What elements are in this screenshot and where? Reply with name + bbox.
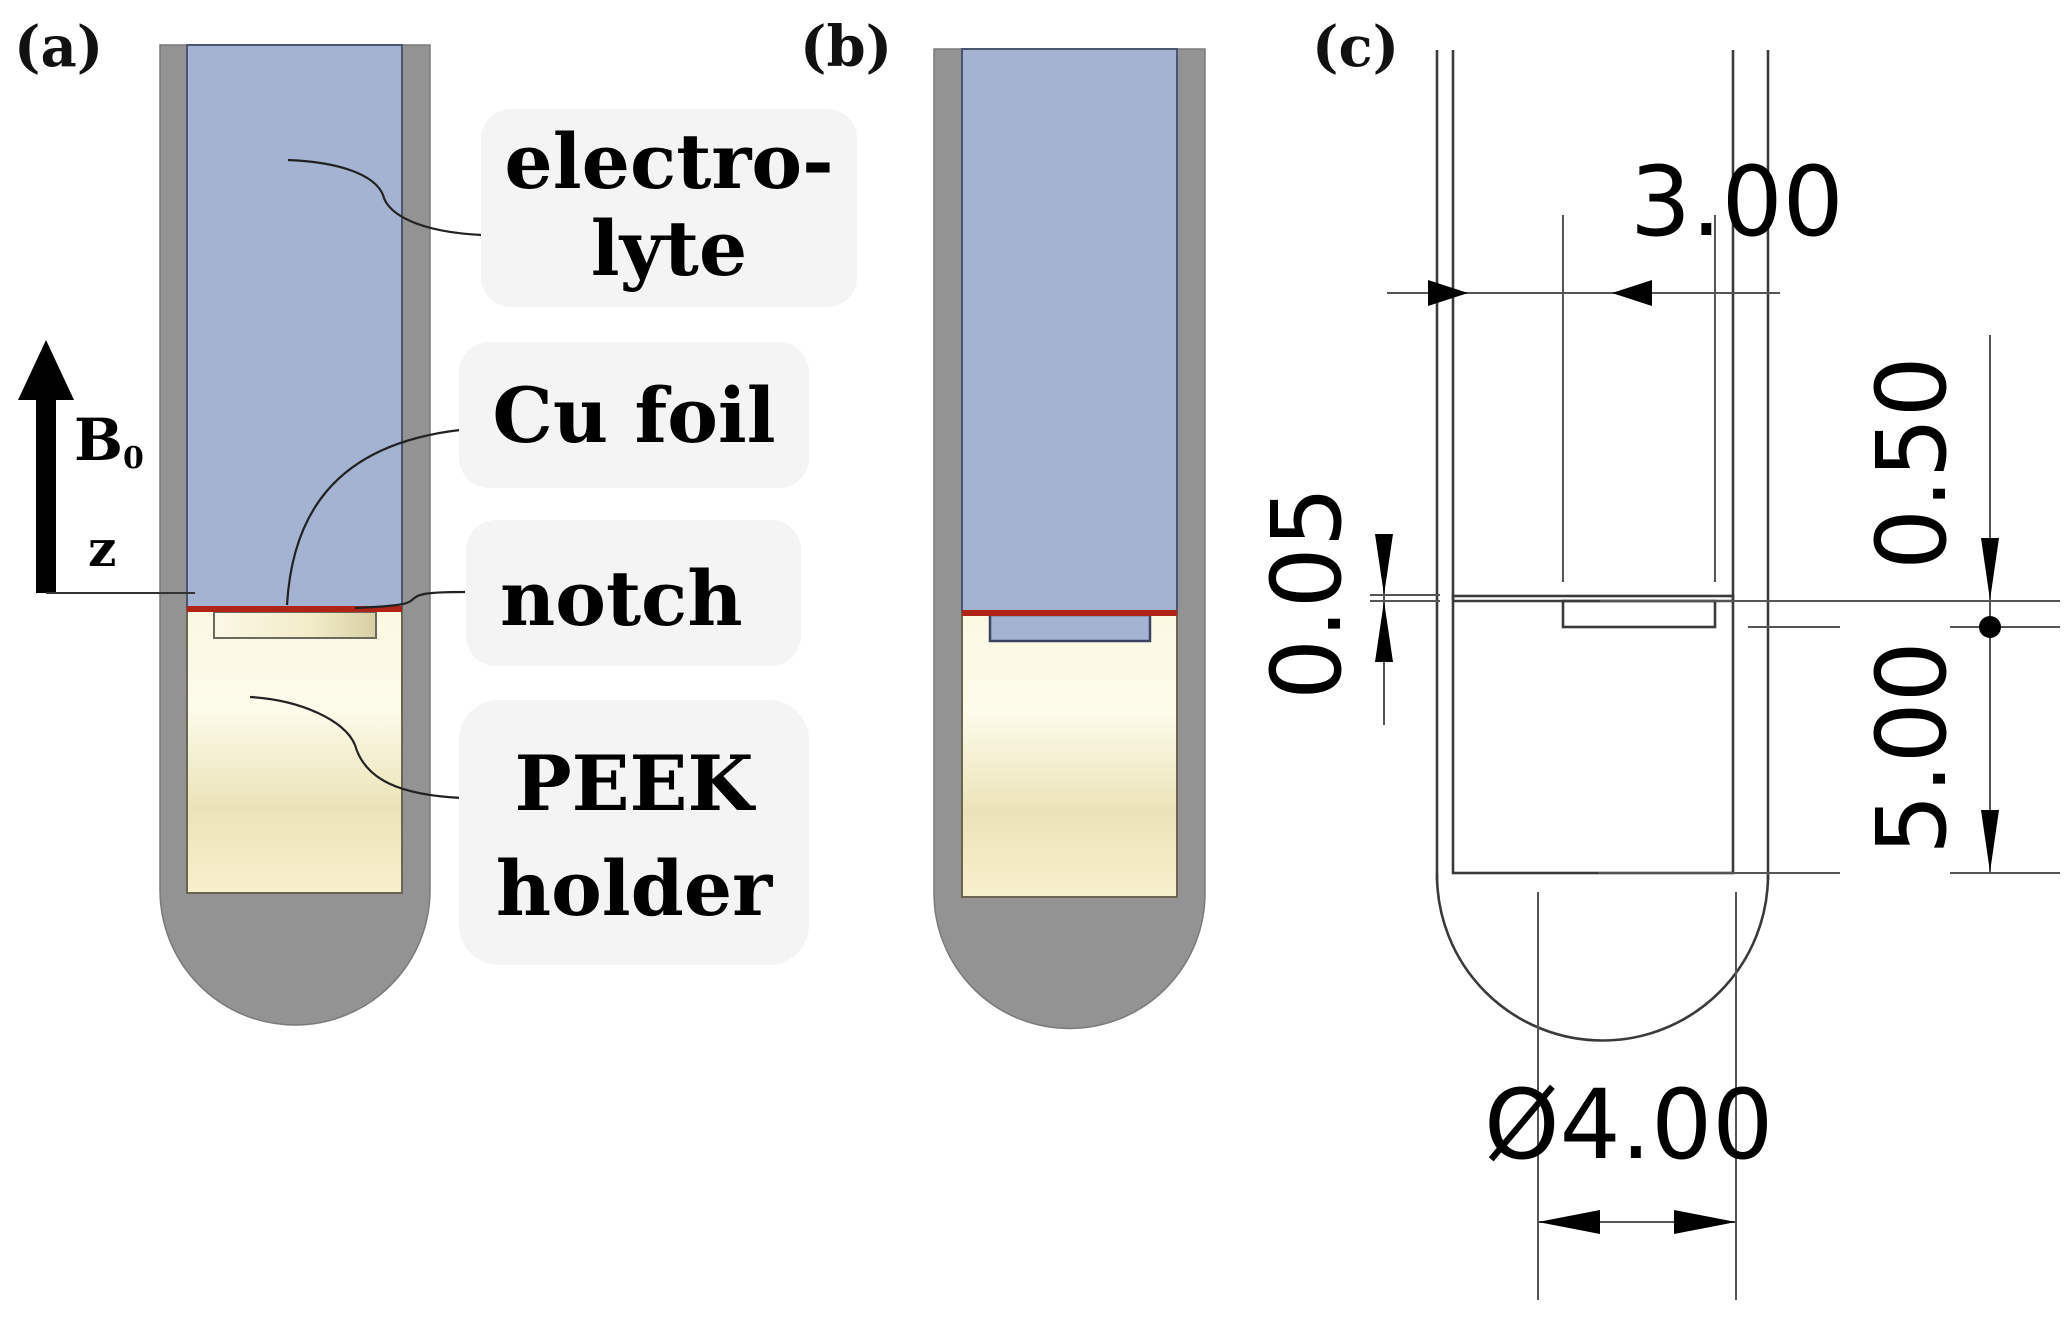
peek-holder-body: [186, 609, 403, 894]
callout-cu-foil: Cu foil: [459, 342, 809, 488]
arrow-right-icon: [1428, 280, 1468, 306]
axis-shaft: [36, 395, 56, 593]
svg-text:Cu foil: Cu foil: [492, 371, 775, 460]
b0-label: B0: [74, 406, 144, 476]
leader-notch: [354, 590, 466, 610]
cu-foil-layer: [187, 606, 402, 612]
callout-peek-holder: PEEK holder: [459, 700, 809, 965]
cu-foil-layer-b: [962, 610, 1177, 616]
b0-arrow-icon: [18, 340, 74, 400]
tube-bottom-arc: [1435, 874, 1770, 1042]
svg-text:lyte: lyte: [591, 204, 748, 293]
arrow-down-icon: [1981, 538, 1999, 600]
arrow-right-icon: [1674, 1210, 1736, 1234]
panel-b: (b): [800, 14, 1206, 1030]
dim-outer-diameter: Ø4.00: [1484, 1069, 1773, 1181]
panel-label-b: (b): [800, 14, 892, 80]
callout-electrolyte: electro- lyte: [481, 109, 857, 307]
electrolyte-region-b: [961, 48, 1178, 615]
holder-outline: [1451, 594, 1735, 875]
dim-holder-height: 5.00: [1856, 641, 1968, 855]
panel-a: (a) B0 z electro- lyte Cu foi: [14, 14, 857, 1026]
leader-electrolyte: [287, 158, 483, 237]
dim-notch-depth: 0.50: [1856, 356, 1968, 570]
leader-peek-holder: [249, 695, 463, 800]
peek-holder-body-b: [961, 613, 1178, 898]
z-axis-label: z: [88, 519, 116, 578]
notch-recess: [213, 611, 377, 639]
notch-filled-electrolyte: [988, 613, 1152, 643]
arrow-left-icon: [1538, 1210, 1600, 1234]
panel-label-c: (c): [1312, 14, 1399, 80]
svg-text:notch: notch: [500, 554, 743, 643]
arrow-down-icon: [1981, 810, 1999, 872]
svg-text:holder: holder: [496, 844, 773, 933]
svg-text:PEEK: PEEK: [514, 739, 756, 828]
leader-cu-foil: [285, 428, 461, 606]
arrow-up-icon: [1375, 601, 1393, 662]
arrow-down-icon: [1375, 534, 1393, 595]
svg-text:electro-: electro-: [504, 117, 833, 206]
dim-foil-thickness: 0.05: [1251, 486, 1363, 700]
panel-c: (c) 3.00 0.05: [1251, 14, 2060, 1300]
callout-notch: notch: [466, 520, 801, 666]
electrolyte-region: [186, 44, 403, 611]
notch-outline: [1561, 599, 1717, 629]
dim-inner-width: 3.00: [1630, 146, 1844, 258]
arrow-left-icon: [1612, 280, 1652, 306]
panel-label-a: (a): [14, 14, 103, 80]
datum-dot-icon: [1979, 616, 2001, 638]
